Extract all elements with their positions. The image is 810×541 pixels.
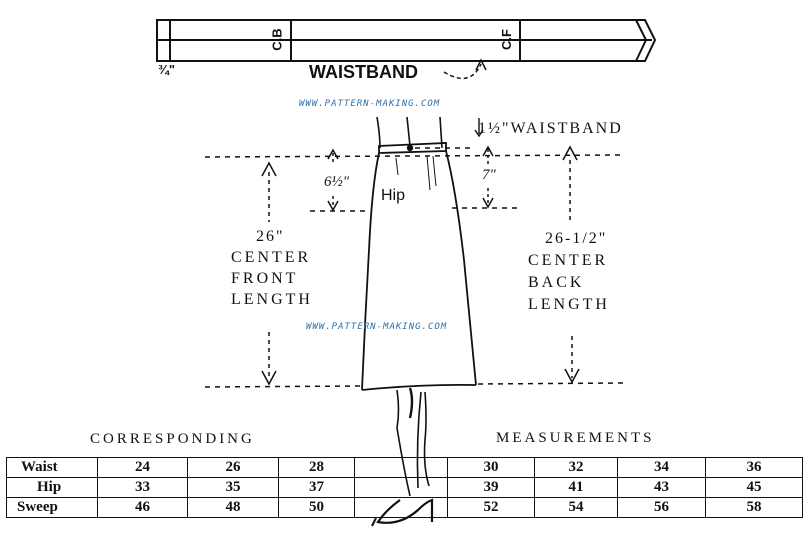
table-cell: 24 [97, 457, 188, 478]
back-hip-depth-arrow [482, 145, 494, 209]
front-length-line2: FRONT [231, 270, 299, 287]
skirt-outline [361, 142, 477, 391]
watermark-middle: WWW.PATTERN-MAKING.COM [306, 322, 448, 332]
back-length-line2: BACK [528, 274, 585, 291]
table-heading-right: MEASUREMENTS [496, 430, 655, 446]
table-gap-cell [354, 497, 448, 518]
table-row-sweep: Sweep 46 48 50 52 54 56 58 [6, 497, 803, 518]
waistband-title: WAISTBAND [309, 62, 418, 82]
table-cell: 30 [447, 457, 535, 478]
table-cell: 37 [278, 477, 355, 498]
table-cell: 28 [278, 457, 355, 478]
table-row-hip: Hip 33 35 37 39 41 43 45 [6, 477, 803, 498]
back-hip-depth-label: 7" [482, 167, 496, 183]
back-length-line3: LENGTH [528, 296, 610, 313]
table-cell: 46 [97, 497, 188, 518]
row-label: Hip [6, 477, 98, 498]
table-cell: 35 [187, 477, 279, 498]
table-cell: 48 [187, 497, 279, 518]
table-cell: 32 [534, 457, 618, 478]
table-cell: 26 [187, 457, 279, 478]
measurements-table: Waist 24 26 28 30 32 34 36 Hip 33 35 37 … [6, 457, 803, 518]
front-hip-depth-arrow [327, 148, 339, 212]
label-center-back: C.B [269, 28, 285, 51]
table-cell: 56 [617, 497, 706, 518]
table-cell: 52 [447, 497, 535, 518]
back-length-arrow [569, 160, 573, 378]
row-label: Sweep [6, 497, 98, 518]
table-heading-left: CORRESPONDING [90, 431, 255, 447]
row-label: Waist [6, 457, 98, 478]
table-row-waist: Waist 24 26 28 30 32 34 36 [6, 457, 803, 478]
table-cell: 41 [534, 477, 618, 498]
label-waistband-width: ¾" [158, 62, 176, 77]
table-cell: 50 [278, 497, 355, 518]
table-cell: 36 [705, 457, 803, 478]
waistband-callout: 1½"WAISTBAND [478, 120, 623, 137]
table-cell: 34 [617, 457, 706, 478]
back-length-value: 26-1/2" [545, 230, 608, 247]
table-cell: 33 [97, 477, 188, 498]
back-length-line1: CENTER [528, 252, 609, 269]
watermark-top: WWW.PATTERN-MAKING.COM [299, 99, 441, 109]
hip-label: Hip [381, 187, 406, 204]
front-length-line1: CENTER [231, 249, 312, 266]
front-length-line3: LENGTH [231, 291, 313, 308]
table-gap-cell [354, 477, 448, 498]
front-hip-depth-label: 6½" [324, 174, 350, 190]
front-length-value: 26" [256, 228, 285, 245]
table-cell: 58 [705, 497, 803, 518]
table-cell: 54 [534, 497, 618, 518]
table-cell: 39 [447, 477, 535, 498]
table-cell: 43 [617, 477, 706, 498]
waistband-strip [156, 19, 657, 62]
waistband-pointer-arrow [443, 63, 482, 80]
table-gap-cell [354, 457, 448, 478]
label-center-front: C.F [498, 29, 514, 50]
table-cell: 45 [705, 477, 803, 498]
